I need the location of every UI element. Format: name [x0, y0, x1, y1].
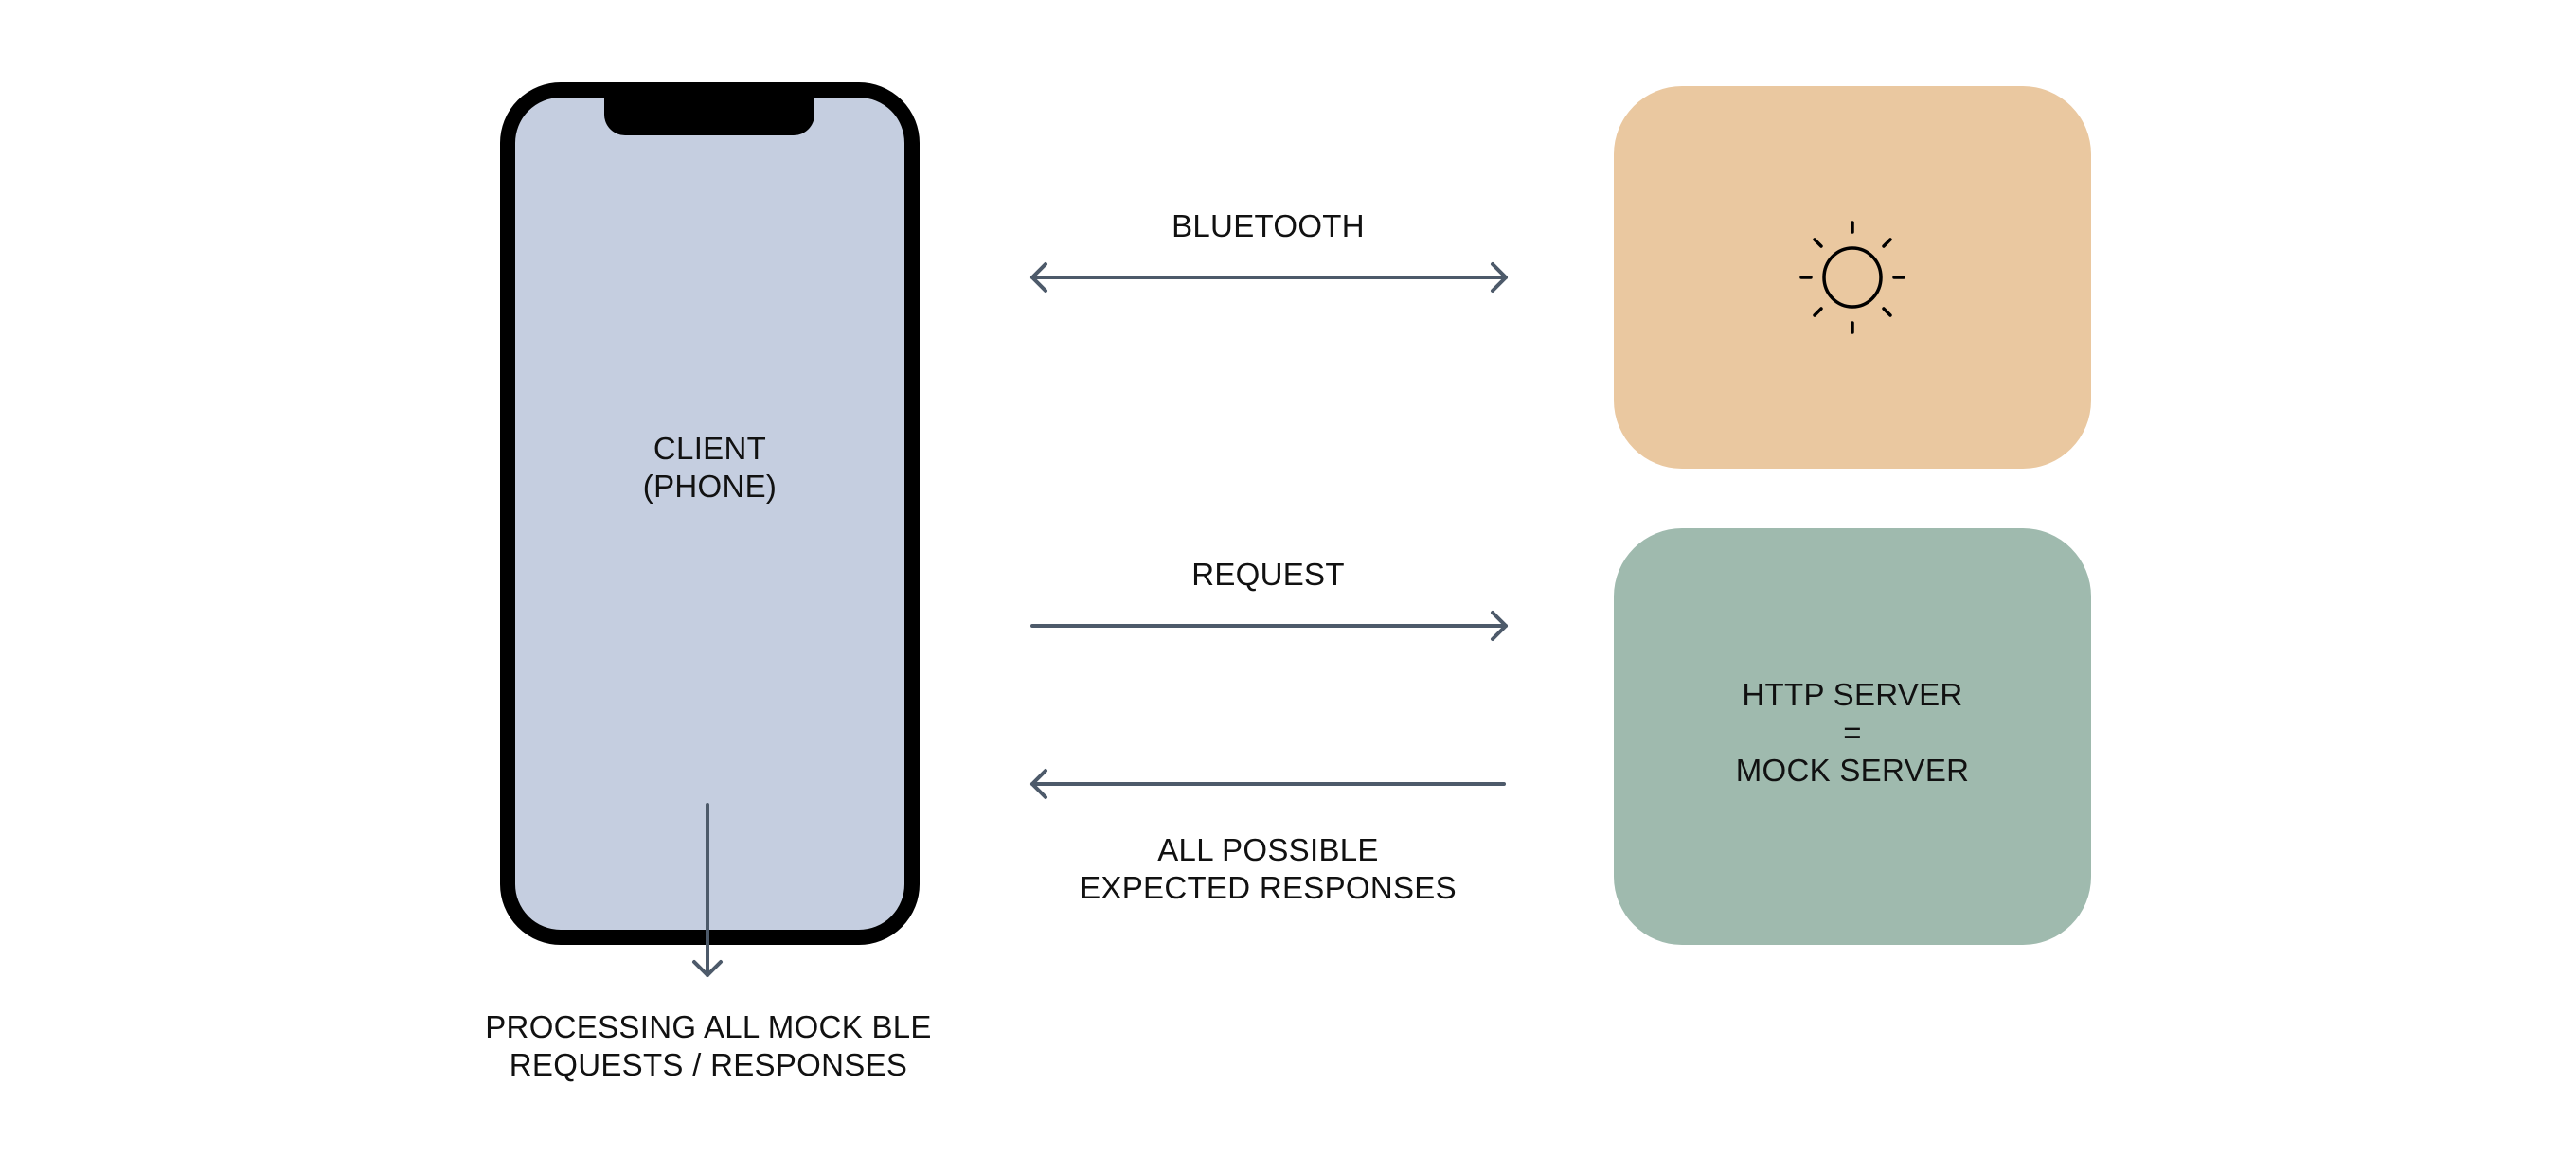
client-title: CLIENT — [653, 431, 767, 466]
ble-peripheral-box — [1614, 86, 2091, 469]
client-subtitle: (PHONE) — [642, 469, 778, 504]
server-line-1: HTTP SERVER — [1742, 677, 1963, 712]
responses-label: ALL POSSIBLE EXPECTED RESPONSES — [1030, 831, 1506, 907]
bluetooth-bidirectional-arrow — [1030, 262, 1508, 293]
client-phone-frame — [500, 82, 920, 945]
client-label: CLIENT (PHONE) — [500, 430, 920, 506]
phone-notch — [604, 90, 814, 135]
request-arrow — [1030, 611, 1508, 641]
responses-label-line-1: ALL POSSIBLE — [1157, 832, 1379, 867]
bluetooth-label: BLUETOOTH — [1172, 208, 1365, 243]
request-label: REQUEST — [1191, 557, 1345, 592]
processing-label-line-2: REQUESTS / RESPONSES — [509, 1047, 908, 1082]
server-label: HTTP SERVER = MOCK SERVER — [1614, 676, 2091, 790]
server-line-2: = — [1843, 715, 1862, 750]
mock-server-box — [1614, 528, 2091, 945]
sun-icon — [1799, 221, 1905, 334]
responses-label-line-2: EXPECTED RESPONSES — [1080, 870, 1457, 905]
processing-label-line-1: PROCESSING ALL MOCK BLE — [485, 1009, 932, 1044]
server-line-3: MOCK SERVER — [1735, 753, 1970, 788]
response-arrow — [1030, 769, 1506, 799]
processing-label: PROCESSING ALL MOCK BLE REQUESTS / RESPO… — [424, 1008, 993, 1084]
